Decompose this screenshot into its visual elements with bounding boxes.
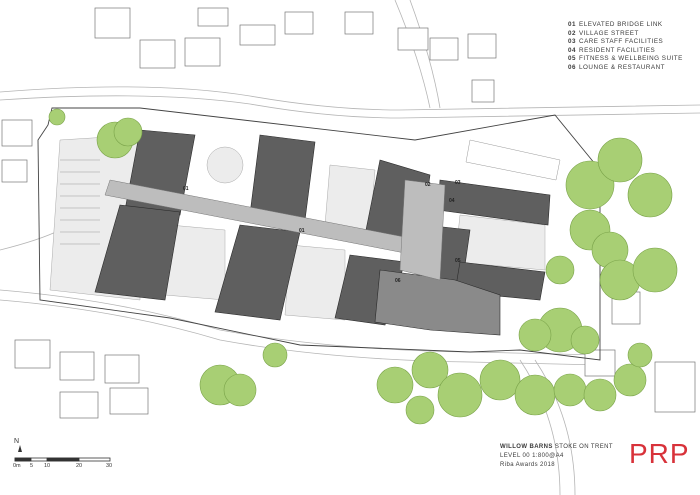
title-block: WILLOW BARNS STOKE ON TRENT LEVEL 00 1:8… <box>500 443 613 470</box>
title-line: WILLOW BARNS STOKE ON TRENT <box>500 443 613 452</box>
plan-tag-03: 03 <box>455 180 461 186</box>
project-name: WILLOW BARNS <box>500 444 553 450</box>
scale-label: 0m <box>13 463 21 469</box>
scale-bar <box>14 457 111 462</box>
neighbour-houses <box>1 7 696 419</box>
lounge-block <box>374 269 501 336</box>
scale-label: 20 <box>76 463 83 469</box>
north-label: N <box>14 438 20 445</box>
village-street <box>104 179 446 281</box>
prp-logo: PRP <box>629 438 690 469</box>
scale-label: 30 <box>106 463 113 469</box>
plan-tag-01b: 01 <box>299 228 305 234</box>
plan-tag-04: 04 <box>449 198 455 204</box>
site-boundary <box>37 107 601 361</box>
project-location: STOKE ON TRENT <box>554 444 613 450</box>
scale-label: 5 <box>30 463 34 469</box>
plan-tag-06: 06 <box>395 278 401 284</box>
trees <box>48 108 678 425</box>
scale-label: 10 <box>44 463 51 469</box>
plan-tag-02: 02 <box>425 182 431 188</box>
plan-tag-05: 05 <box>455 258 461 264</box>
parking <box>60 139 561 245</box>
award: Riba Awards 2018 <box>500 462 555 468</box>
level-scale: LEVEL 00 1:800@A4 <box>500 453 564 459</box>
north-arrow-icon <box>18 445 22 452</box>
plan-tag-01a: 01 <box>183 186 189 192</box>
